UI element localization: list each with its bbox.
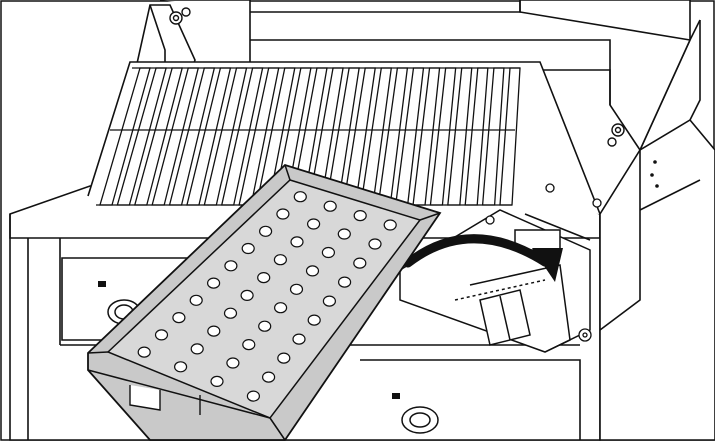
tray-hole [273, 254, 287, 266]
perforated-tray [87, 163, 442, 441]
tray-hole [257, 272, 271, 284]
tray-hole [337, 228, 351, 240]
tray-hole [338, 276, 352, 288]
tray-hole [207, 277, 221, 289]
tray-hole [276, 208, 290, 220]
tray-hole [258, 320, 272, 332]
tray-hole [190, 343, 204, 355]
tray-hole [277, 352, 291, 364]
tray-hole [240, 289, 254, 301]
tray-hole [246, 390, 260, 402]
tray-hole [241, 242, 255, 255]
tray-hole [259, 225, 273, 237]
tray-hole [207, 325, 221, 337]
tray-hole [210, 375, 224, 387]
tray-hole [290, 236, 304, 248]
tray-hole [307, 314, 321, 326]
tray-hole [223, 307, 238, 319]
grill-grates [96, 67, 521, 206]
tray-hole [289, 283, 304, 295]
tray-hole [368, 238, 382, 250]
hinge-bolts-left [169, 7, 191, 25]
tray-hole [293, 191, 307, 203]
hinge-bolts-right [607, 123, 625, 147]
knob-label-marks [98, 281, 400, 399]
tray-hole [154, 329, 169, 341]
tray-hole [322, 295, 336, 307]
tray-hole [305, 265, 320, 277]
tray-hole [189, 294, 203, 306]
panel-screws [485, 183, 602, 342]
grill-lid [160, 0, 691, 152]
tray-hole [242, 339, 256, 351]
tray-hole [353, 257, 367, 269]
side-vent-dots [650, 160, 659, 188]
tray-hole [307, 218, 321, 230]
control-knob-bottom [401, 406, 439, 434]
tray-hole [262, 371, 276, 383]
tray-hole [224, 260, 238, 272]
direction-arrow [403, 234, 563, 282]
tray-hole [174, 361, 188, 373]
tray-hole [274, 302, 288, 314]
tray-hole [383, 219, 397, 231]
tray-perforations [137, 191, 397, 402]
tray-hole [137, 346, 151, 358]
tray-hole [292, 333, 306, 345]
tray-hole [353, 210, 367, 222]
tray-hole [226, 357, 240, 369]
tray-hole [323, 200, 337, 212]
tray-hole [321, 246, 335, 259]
tray-hole [172, 312, 186, 324]
